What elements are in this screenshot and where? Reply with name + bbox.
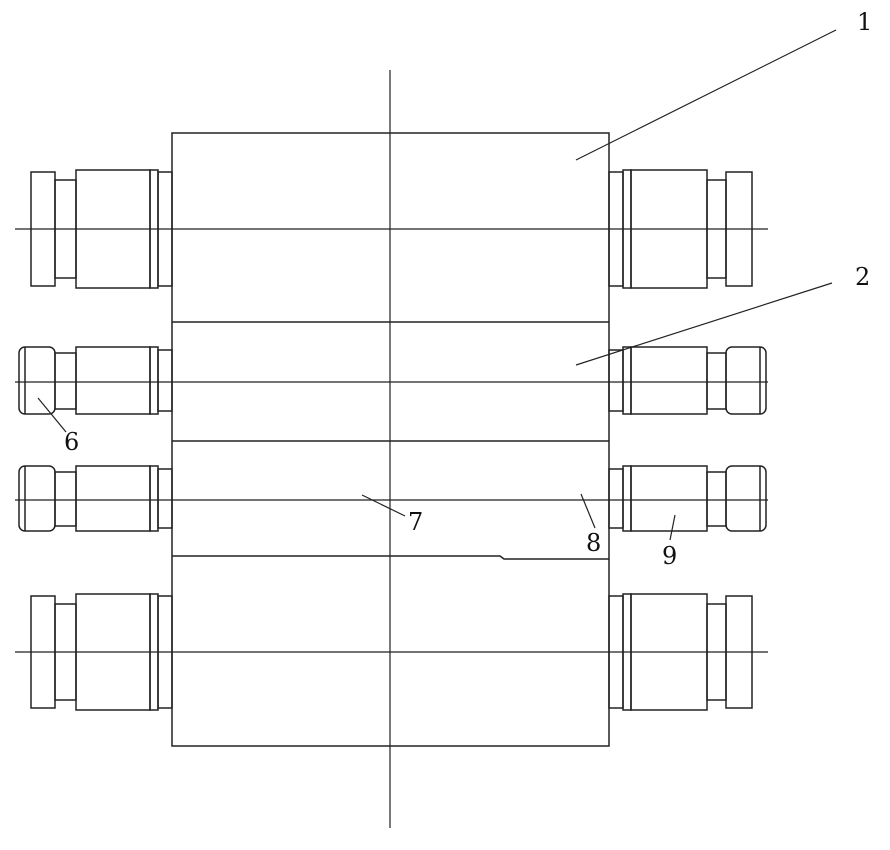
leader-line-2 <box>575 282 833 366</box>
division-line-3 <box>172 555 609 560</box>
right-bearing-large-top <box>608 169 753 289</box>
left-bearing-large-top <box>30 169 173 289</box>
label-8: 8 <box>586 529 602 557</box>
label-2: 2 <box>855 263 871 291</box>
right-bearing-large-bottom <box>608 593 753 711</box>
leader-line-6 <box>37 397 67 433</box>
right-bearing-small-upper <box>608 346 767 415</box>
label-6: 6 <box>64 428 80 456</box>
leader-line-7 <box>361 494 406 517</box>
label-7: 7 <box>408 508 424 536</box>
label-9: 9 <box>662 542 678 570</box>
left-bearing-small-lower <box>18 465 173 532</box>
horizontal-axes <box>15 228 768 653</box>
leader-line-8 <box>580 493 596 529</box>
leader-line-9 <box>669 514 676 541</box>
right-bearing-small-lower <box>608 465 767 532</box>
label-1: 1 <box>857 8 873 36</box>
left-bearing-large-bottom <box>30 593 173 711</box>
leader-line-1 <box>575 29 837 161</box>
left-bearing-small-upper <box>18 346 173 415</box>
leader-lines <box>37 29 837 541</box>
